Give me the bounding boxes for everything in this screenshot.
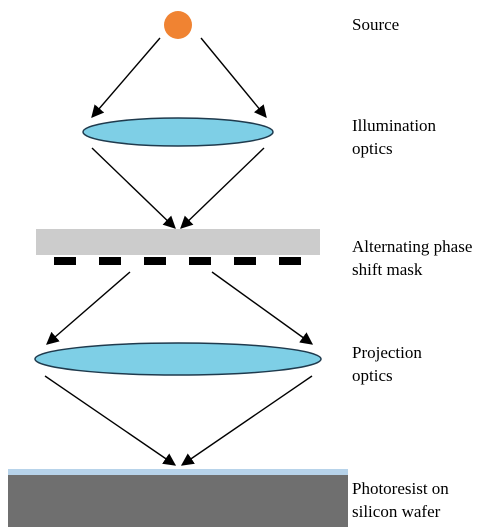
arrow-projection-to-wafer-left xyxy=(44,375,177,466)
label-illumination-optics-line-1: Illumination xyxy=(352,116,437,135)
mask-feature xyxy=(279,257,301,265)
label-wafer-line-2: silicon wafer xyxy=(352,502,441,521)
label-illumination-optics: Illumination optics xyxy=(352,114,436,160)
label-source: Source xyxy=(352,13,399,36)
label-illumination-optics-line-2: optics xyxy=(352,139,393,158)
label-projection-optics-line-1: Projection xyxy=(352,343,422,362)
mask-feature xyxy=(99,257,121,265)
arrow-illumination-to-mask-right xyxy=(180,147,265,229)
light-source-icon xyxy=(164,11,192,39)
label-source-line-1: Source xyxy=(352,15,400,34)
label-phase-shift-mask-line-2: shift mask xyxy=(352,260,423,279)
label-phase-shift-mask: Alternating phase shift mask xyxy=(352,235,472,281)
mask-feature xyxy=(234,257,256,265)
mask-feature xyxy=(189,257,211,265)
label-projection-optics: Projection optics xyxy=(352,341,422,387)
label-projection-optics-line-2: optics xyxy=(352,366,393,385)
photoresist-layer xyxy=(8,469,348,475)
phase-shift-mask xyxy=(36,229,320,255)
arrow-mask-to-projection-left xyxy=(46,271,131,345)
silicon-wafer xyxy=(8,475,348,527)
arrow-mask-to-projection-right xyxy=(211,271,314,345)
mask-feature xyxy=(54,257,76,265)
label-phase-shift-mask-line-1: Alternating phase xyxy=(352,237,473,256)
illumination-lens xyxy=(82,117,274,147)
mask-feature xyxy=(144,257,166,265)
arrow-projection-to-wafer-right xyxy=(180,375,313,466)
arrow-illumination-to-mask-left xyxy=(91,147,176,229)
label-wafer: Photoresist on silicon wafer xyxy=(352,477,449,523)
projection-lens xyxy=(34,342,322,376)
arrow-source-to-illumination-right xyxy=(200,37,267,118)
label-wafer-line-1: Photoresist on xyxy=(352,479,449,498)
arrow-source-to-illumination-left xyxy=(91,37,161,118)
